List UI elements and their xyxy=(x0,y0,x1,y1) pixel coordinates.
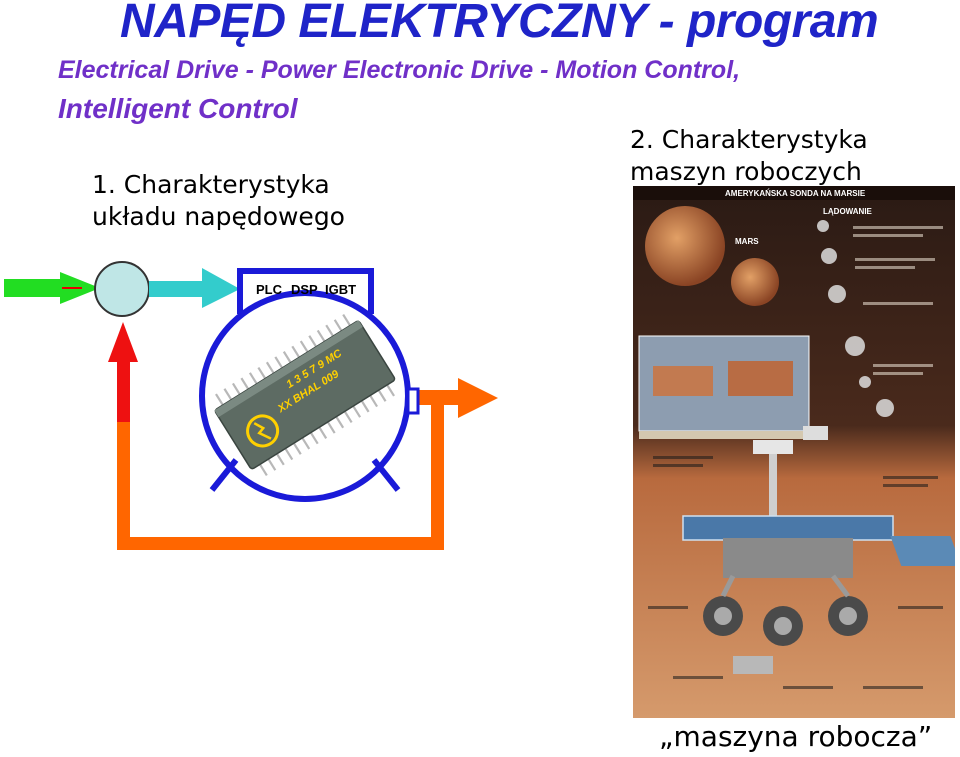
subtitle-line-1: Electrical Drive - Power Electronic Driv… xyxy=(58,56,741,84)
section-1-line-1: 1. Charakterystyka xyxy=(92,170,330,199)
feedback-arrow-head xyxy=(108,322,138,362)
input-arrow xyxy=(4,272,100,304)
planet-large xyxy=(645,206,725,286)
section-2-line-2: maszyn roboczych xyxy=(630,157,862,186)
feedback-loop xyxy=(108,322,498,550)
infographic-mars-label: MARS xyxy=(735,237,759,246)
infographic-landing-label: LĄDOWANIE xyxy=(823,207,873,216)
controller-label-igbt: IGBT xyxy=(325,282,356,297)
section-1-heading: 1. Charakterystyka układu napędowego xyxy=(92,169,345,233)
microchip-image: 1 3 5 7 9 MC XX BHAL 009 xyxy=(214,313,396,477)
reference-arrow xyxy=(149,268,240,308)
section-2-heading: 2. Charakterystyka maszyn roboczych xyxy=(630,124,868,188)
output-arrow-head xyxy=(458,378,498,418)
controller-label-dsp: DSP xyxy=(291,282,318,297)
section-2-line-1: 2. Charakterystyka xyxy=(630,125,868,154)
page-title: NAPĘD ELEKTRYCZNY - program xyxy=(120,0,879,48)
summing-junction xyxy=(94,261,150,317)
controller-box: PLC DSP IGBT xyxy=(237,268,374,314)
planet-small xyxy=(731,258,779,306)
infographic-header: AMERYKAŃSKA SONDA NA MARSIE xyxy=(725,189,866,198)
section-1-line-2: układu napędowego xyxy=(92,202,345,231)
mars-rover-infographic: AMERYKAŃSKA SONDA NA MARSIE LĄDOWANIE MA… xyxy=(633,186,955,718)
subtitle-line-2: Intelligent Control xyxy=(58,93,298,124)
controller-label-plc: PLC xyxy=(256,282,283,297)
caption-working-machine: „maszyna robocza” xyxy=(659,720,933,753)
rover xyxy=(682,440,955,674)
